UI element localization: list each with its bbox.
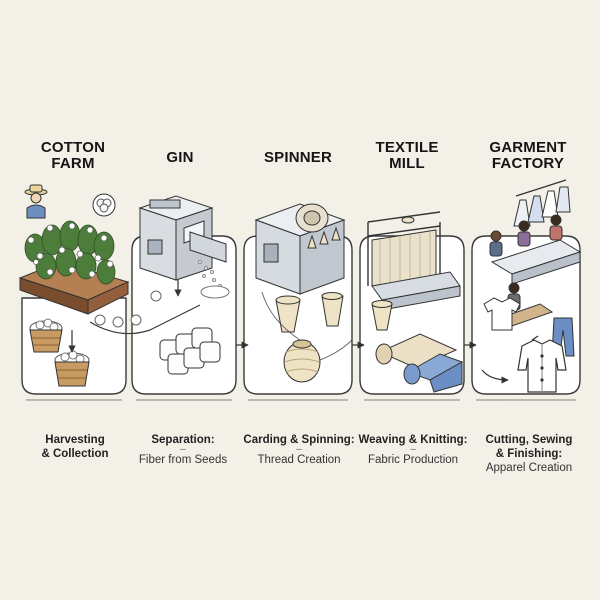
spinning-machine-icon <box>254 203 346 295</box>
caption-textile-mill: Weaving & Knitting: – Fabric Production <box>358 434 468 466</box>
fiber-pile <box>200 285 230 299</box>
caption-garment-factory: Cutting, Sewing & Finishing: Apparel Cre… <box>485 434 573 474</box>
stage-title-gin: GIN <box>166 149 194 166</box>
cotton-plants <box>24 220 116 285</box>
shirt-icon <box>517 335 567 393</box>
basket-icon <box>29 318 63 353</box>
basket-icon <box>54 350 90 387</box>
loom-icon <box>367 211 461 311</box>
farmer-icon <box>24 184 48 219</box>
cotton-bale-icon <box>159 327 221 375</box>
shirt-icon <box>483 297 521 331</box>
thread-spool-icon <box>283 339 321 383</box>
cotton-conveyor <box>89 290 201 335</box>
fabric-roll-icon <box>375 333 458 369</box>
thread-spool-icon <box>371 300 393 331</box>
caption-spinner: Carding & Spinning: – Thread Creation <box>243 434 355 466</box>
sewing-worker-icon <box>489 214 582 327</box>
fabric-roll-icon <box>403 353 464 393</box>
gin-machine-icon <box>138 195 227 281</box>
thread-spool-icon <box>275 292 344 333</box>
clothing-rack <box>513 179 571 227</box>
caption-cotton-farm: Harvesting & Collection <box>41 434 109 460</box>
cotton-boll-icon <box>92 193 116 217</box>
caption-gin: Separation: – Fiber from Seeds <box>138 434 228 466</box>
stage-title-spinner: SPINNER <box>263 149 333 166</box>
